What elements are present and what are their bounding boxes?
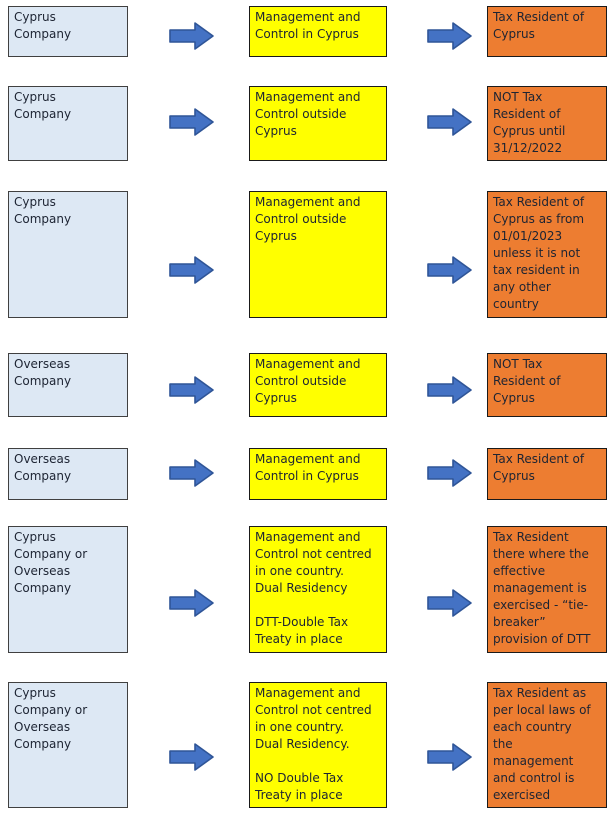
condition-box: Management and Control not centred in on… — [249, 526, 387, 653]
arrow-right-icon — [427, 743, 472, 771]
company-box: Cyprus Company or Overseas Company — [8, 682, 128, 808]
arrow-right-icon — [169, 459, 214, 487]
arrow-right-icon — [169, 108, 214, 136]
condition-box: Management and Control in Cyprus — [249, 448, 387, 500]
condition-box: Management and Control outside Cyprus — [249, 353, 387, 417]
condition-box: Management and Control not centred in on… — [249, 682, 387, 808]
result-box: Tax Resident of Cyprus — [487, 6, 607, 57]
arrow-right-icon — [169, 22, 214, 50]
flow-row: Overseas Company Management and Control … — [0, 448, 614, 500]
arrow-right-icon — [427, 376, 472, 404]
result-box: Tax Resident as per local laws of each c… — [487, 682, 607, 808]
flow-row: Cyprus Company Management and Control in… — [0, 6, 614, 57]
arrow-right-icon — [427, 22, 472, 50]
result-box: Tax Resident there where the effective m… — [487, 526, 607, 653]
company-box: Cyprus Company — [8, 86, 128, 161]
flow-row: Cyprus Company Management and Control ou… — [0, 86, 614, 161]
arrow-right-icon — [427, 108, 472, 136]
flow-row: Cyprus Company or Overseas Company Manag… — [0, 682, 614, 808]
company-box: Cyprus Company or Overseas Company — [8, 526, 128, 653]
arrow-right-icon — [169, 256, 214, 284]
company-box: Overseas Company — [8, 448, 128, 500]
flow-row: Cyprus Company or Overseas Company Manag… — [0, 526, 614, 653]
company-box: Cyprus Company — [8, 6, 128, 57]
condition-box: Management and Control outside Cyprus — [249, 86, 387, 161]
company-box: Cyprus Company — [8, 191, 128, 318]
flow-row: Cyprus Company Management and Control ou… — [0, 191, 614, 318]
arrow-right-icon — [427, 589, 472, 617]
arrow-right-icon — [169, 376, 214, 404]
arrow-right-icon — [169, 589, 214, 617]
company-box: Overseas Company — [8, 353, 128, 417]
result-box: Tax Resident of Cyprus as from 01/01/202… — [487, 191, 607, 318]
result-box: NOT Tax Resident of Cyprus until 31/12/2… — [487, 86, 607, 161]
flow-row: Overseas Company Management and Control … — [0, 353, 614, 417]
condition-box: Management and Control outside Cyprus — [249, 191, 387, 318]
arrow-right-icon — [427, 256, 472, 284]
result-box: NOT Tax Resident of Cyprus — [487, 353, 607, 417]
condition-box: Management and Control in Cyprus — [249, 6, 387, 57]
arrow-right-icon — [427, 459, 472, 487]
arrow-right-icon — [169, 743, 214, 771]
result-box: Tax Resident of Cyprus — [487, 448, 607, 500]
